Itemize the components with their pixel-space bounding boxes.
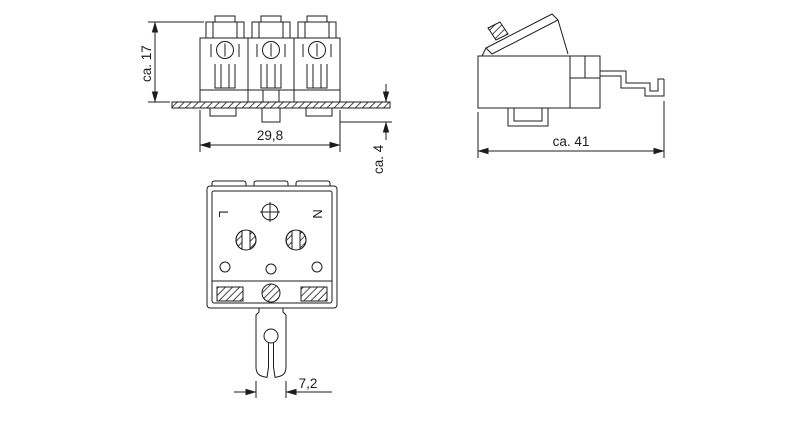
fixing-bracket [600, 70, 665, 97]
snap-feet [209, 107, 333, 123]
terminal-screw-2 [256, 41, 286, 103]
screw-hole-left [235, 229, 257, 251]
dim-length-label: ca. 41 [553, 134, 590, 149]
dim-snap-depth: ca. 4 [340, 84, 392, 174]
side-view: ca. 41 [477, 13, 665, 158]
terminal-label-neutral: N [310, 209, 325, 218]
dim-snap-depth-label: ca. 4 [371, 144, 386, 174]
dim-width-label: 29,8 [257, 128, 283, 143]
plan-view: L N [206, 180, 338, 398]
plan-outline [206, 180, 338, 309]
release-lever [481, 13, 569, 57]
earth-symbol-icon [260, 202, 280, 222]
dim-height: ca. 17 [139, 21, 204, 103]
dim-length: ca. 41 [477, 101, 665, 158]
dim-foot-width: 7,2 [234, 376, 332, 398]
earth-contact-tab [262, 89, 280, 103]
terminal-label-line: L [216, 210, 231, 217]
side-body-outline [477, 55, 601, 109]
terminal-screw-3 [302, 41, 332, 89]
mounting-plate [171, 101, 391, 109]
test-holes [219, 261, 323, 275]
mounting-foot [255, 308, 287, 378]
dim-foot-width-label: 7,2 [299, 376, 318, 391]
front-view: ca. 17 29,8 ca. 4 [139, 15, 392, 174]
dim-width: 29,8 [199, 110, 341, 152]
wire-entry-towers [205, 15, 337, 39]
terminal-screw-1 [210, 41, 240, 89]
screw-hole-right [285, 229, 307, 251]
plan-lower-section [212, 280, 332, 303]
side-foot [507, 107, 549, 127]
lever-grip-hatch [487, 21, 509, 41]
dim-height-label: ca. 17 [139, 45, 154, 82]
